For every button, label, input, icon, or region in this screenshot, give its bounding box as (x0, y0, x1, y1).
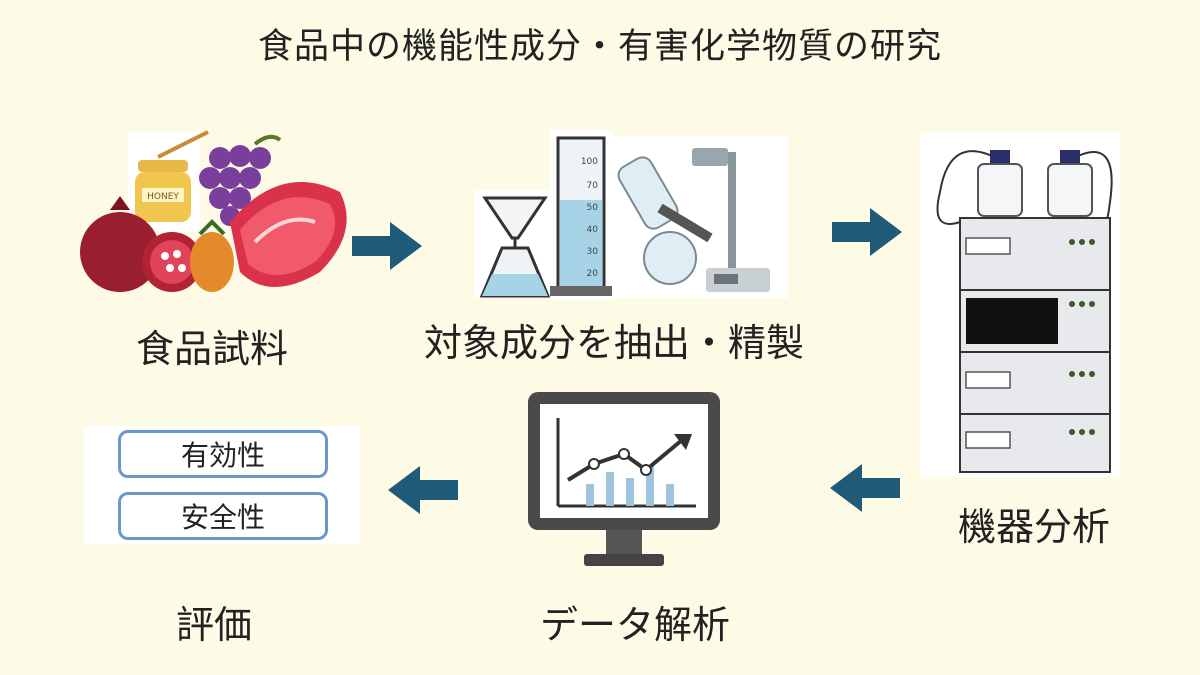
data-analysis-label: データ解析 (540, 603, 731, 647)
arrow-right-icon (352, 222, 422, 270)
safety-box: 安全性 (118, 492, 328, 540)
graduated-cylinder-icon: 100 70 50 40 30 20 (550, 130, 612, 300)
svg-text:70: 70 (587, 181, 599, 191)
efficacy-box: 有効性 (118, 430, 328, 478)
rotary-evaporator-icon (612, 136, 788, 298)
svg-text:100: 100 (581, 157, 598, 167)
svg-text:50: 50 (587, 203, 599, 213)
hplc-instrument-illustration (920, 132, 1120, 477)
svg-text:40: 40 (587, 225, 599, 235)
data-monitor-illustration (528, 392, 720, 566)
page-title: 食品中の機能性成分・有害化学物質の研究 (257, 27, 942, 67)
instrument-module (959, 413, 1111, 473)
solvent-bottle-icon (1047, 150, 1093, 217)
honey-label: HONEY (147, 192, 179, 202)
svg-text:20: 20 (587, 269, 599, 279)
food-sample-illustration: HONEY (80, 130, 347, 292)
fruit-icon (190, 219, 234, 292)
meat-icon (230, 182, 347, 287)
instrument-module (959, 217, 1111, 291)
instrument-module (959, 289, 1111, 353)
honey-jar-icon: HONEY (128, 130, 209, 232)
pomegranate-icon (80, 196, 202, 292)
svg-text:30: 30 (587, 247, 599, 257)
instrument-analysis-label: 機器分析 (958, 505, 1111, 549)
extraction-illustration: 100 70 50 40 30 20 (475, 130, 788, 300)
flask-icon (475, 190, 555, 298)
arrow-left-icon (830, 464, 900, 512)
arrow-right-icon (832, 208, 902, 256)
arrow-left-icon (388, 466, 458, 514)
grapes-icon (199, 134, 282, 226)
instrument-module (959, 351, 1111, 415)
food-sample-label: 食品試料 (136, 327, 289, 371)
extraction-label: 対象成分を抽出・精製 (424, 321, 805, 365)
solvent-bottle-icon (977, 150, 1023, 217)
evaluation-label: 評価 (176, 603, 253, 647)
